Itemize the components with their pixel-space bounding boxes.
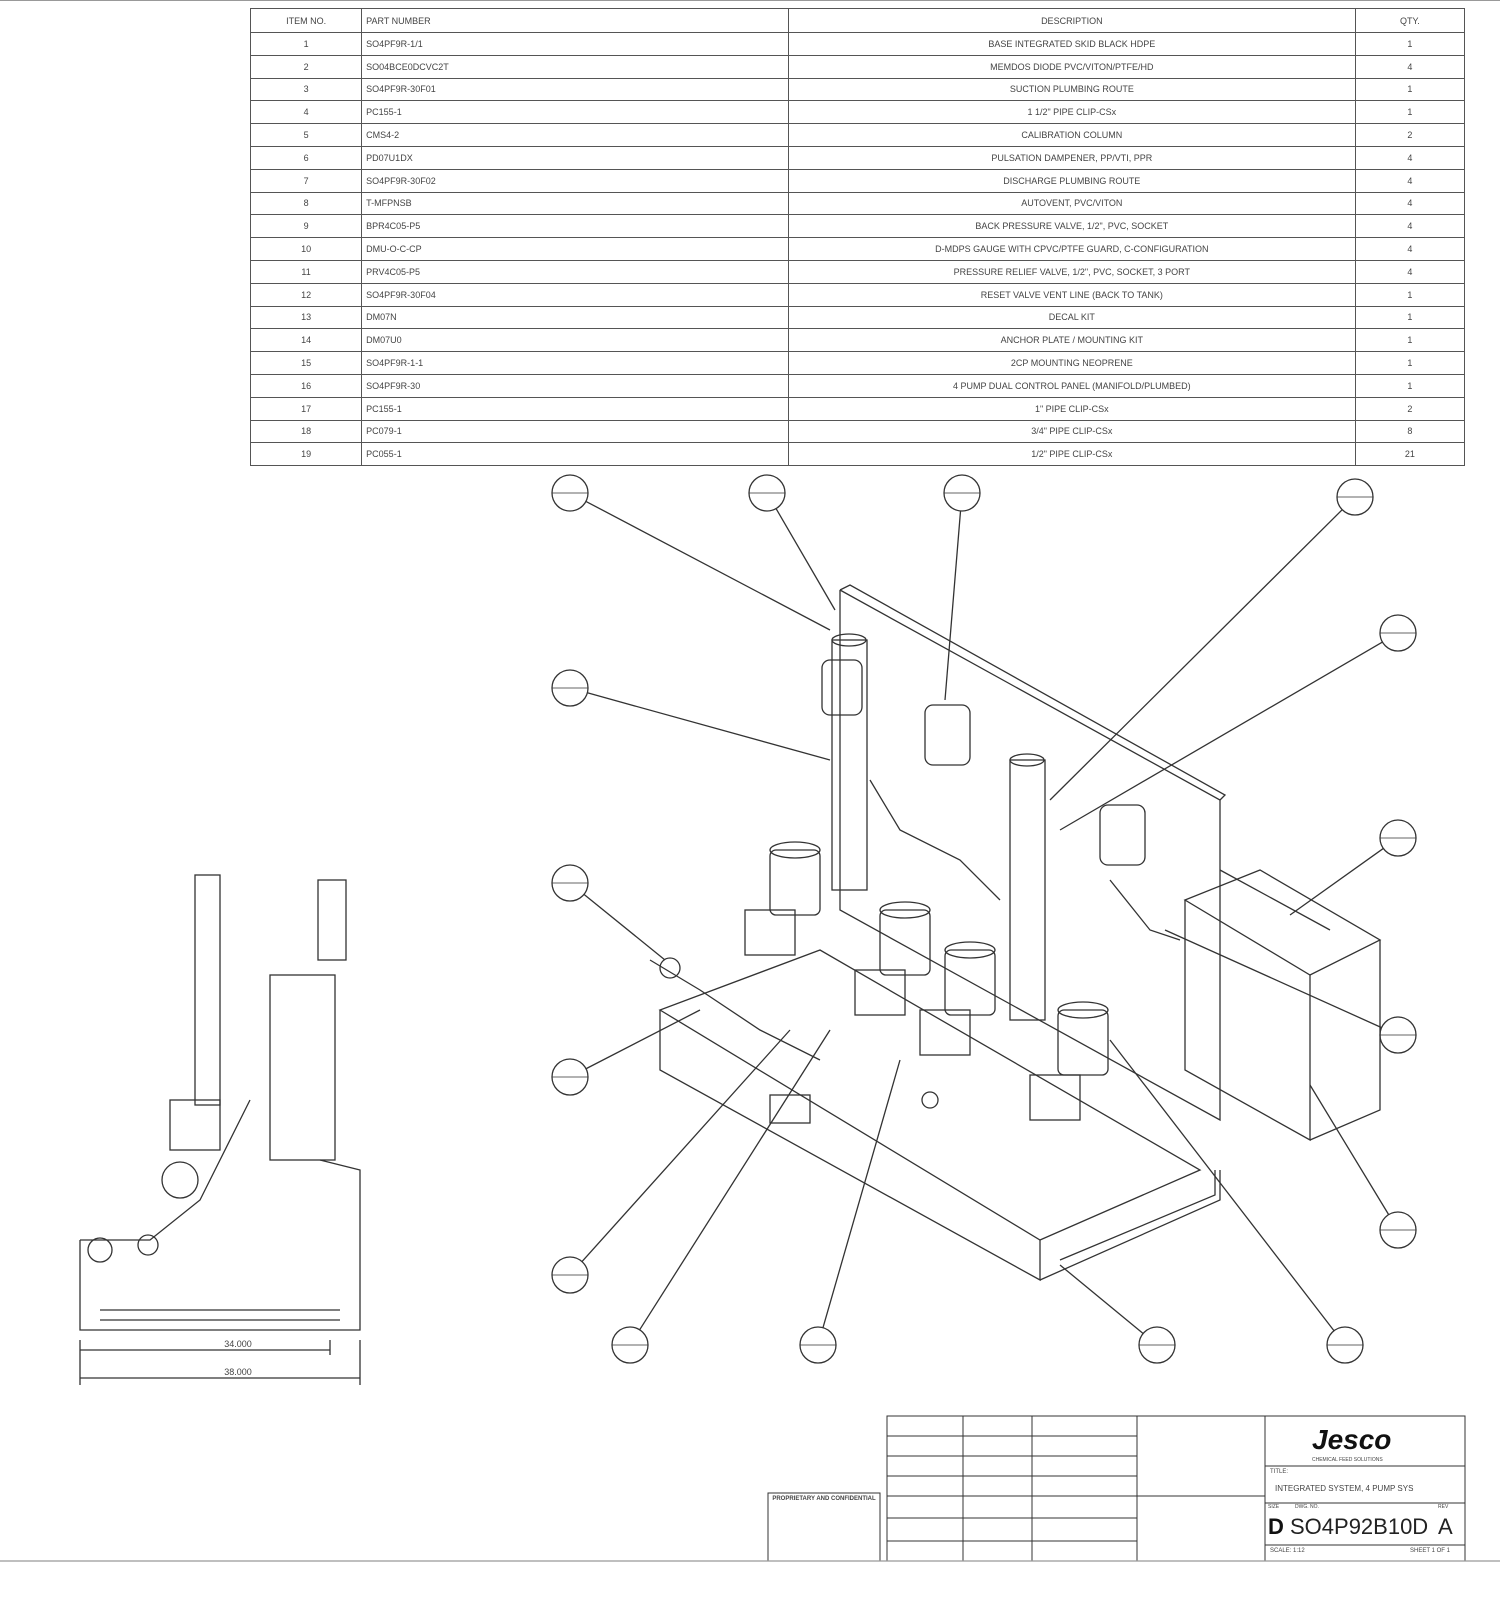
bom-cell-qty: 21 (1354, 442, 1466, 467)
balloon-leader-line (1059, 641, 1383, 831)
balloon-leader-line (775, 508, 836, 611)
skid-base (658, 949, 1221, 1282)
scale: SCALE: 1:12 (1270, 1548, 1305, 1554)
size-label: SIZE (1268, 1504, 1280, 1510)
drawing-title: INTEGRATED SYSTEM, 4 PUMP SYS (1275, 1484, 1414, 1493)
company-tagline: CHEMICAL FEED SOLUTIONS (1312, 1457, 1383, 1463)
balloon-leader-line (583, 893, 666, 961)
drawing-number: SO4P92B10D (1290, 1514, 1429, 1539)
balloon-leader-line (1059, 1264, 1144, 1335)
revision: A (1438, 1514, 1453, 1539)
side-view (79, 874, 361, 1385)
rev-label: REV (1438, 1504, 1449, 1510)
company-logo: Jesco (1312, 1424, 1392, 1455)
balloon-leader-line (1049, 509, 1343, 801)
control-panel (1183, 869, 1382, 1142)
balloon-leader-line (581, 1029, 791, 1263)
title-label: TITLE: (1270, 1469, 1289, 1475)
balloon-leader-line (1164, 929, 1382, 1029)
proprietary-notice: PROPRIETARY AND CONFIDENTIAL (772, 1496, 876, 1502)
header-qty: QTY. (1354, 8, 1466, 33)
balloon-leader-line (1289, 847, 1384, 916)
balloon-leader-line (639, 1029, 831, 1331)
header-part-number: PART NUMBER (361, 8, 789, 33)
sheet-size: D (1268, 1514, 1284, 1539)
header-item-no: ITEM NO. (249, 8, 363, 33)
backplate (839, 584, 1227, 1122)
sheet-number: SHEET 1 OF 1 (1410, 1548, 1450, 1554)
pump-motors (744, 841, 1109, 1121)
header-description: DESCRIPTION (787, 8, 1356, 33)
dwg-no-label: DWG. NO. (1295, 1504, 1319, 1510)
bom-cell-qty: 1 (1354, 32, 1466, 56)
dimension-outer: 38.000 (224, 1367, 252, 1377)
item-balloons (551, 474, 1417, 1364)
balloon-leader-line (585, 1009, 701, 1070)
bom-cell-description: 1/2" PIPE CLIP-CSx (787, 442, 1356, 467)
title-block-grid (767, 1415, 1466, 1562)
piping (649, 779, 1181, 1109)
balloon-leader-line (587, 692, 831, 761)
balloon-leader-line (944, 510, 962, 701)
calibration-columns (831, 633, 1046, 1021)
bom-header-row: ITEM NO. PART NUMBER DESCRIPTION QTY. (249, 8, 1466, 33)
balloon-leader-line (1309, 1084, 1390, 1215)
sheet-border-top (0, 0, 1500, 3)
balloon-leader-line (1109, 1039, 1335, 1332)
dimension-inner: 34.000 (224, 1339, 252, 1349)
balloon-leader-line (585, 500, 831, 631)
bom-cell-item-no: 19 (249, 442, 363, 467)
balloon-leader-line (822, 1059, 901, 1328)
pulsation-dampeners (821, 659, 1146, 866)
